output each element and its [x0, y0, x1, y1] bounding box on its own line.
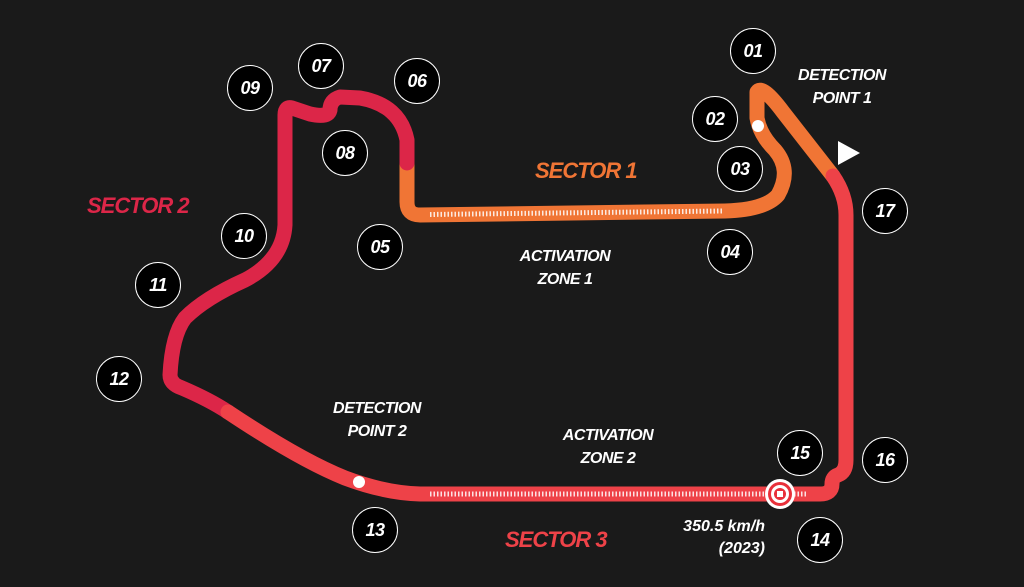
turn-06-marker: 06	[394, 58, 440, 104]
turn-03-marker: 03	[717, 146, 763, 192]
turn-07-marker: 07	[298, 43, 344, 89]
turn-01-marker: 01	[730, 28, 776, 74]
track-sector-2	[162, 89, 415, 420]
detection-point-1-marker	[752, 120, 764, 132]
sector-1-label: SECTOR 1	[535, 158, 638, 183]
turn-16-marker: 16	[862, 437, 908, 483]
turn-05-marker: 05	[357, 224, 403, 270]
turn-13-marker: 13	[352, 507, 398, 553]
sector-2-label: SECTOR 2	[87, 193, 190, 218]
detection-point-2-marker	[353, 476, 365, 488]
turn-15-marker: 15	[777, 430, 823, 476]
turn-04-marker: 04	[707, 229, 753, 275]
detection-point-1-line-2: POINT 1	[812, 90, 872, 107]
activation-zone-2-line-1: ACTIVATION	[562, 427, 654, 444]
detection-point-2-label: DETECTION POINT 2	[315, 397, 439, 443]
turn-10-marker: 10	[221, 213, 267, 259]
detection-point-1-label: DETECTION POINT 1	[780, 64, 904, 110]
detection-point-2-line-1: DETECTION	[333, 400, 421, 417]
speed-trap-label: 350.5 km/h (2023)	[665, 516, 765, 560]
speed-trap-value: 350.5 km/h	[683, 518, 765, 535]
speed-trap-year: (2023)	[718, 540, 765, 557]
activation-zone-1-label: ACTIVATION ZONE 1	[503, 245, 627, 291]
detection-point-1-line-1: DETECTION	[798, 67, 886, 84]
activation-zone-2-label: ACTIVATION ZONE 2	[546, 424, 670, 470]
sector-3-label: SECTOR 3	[505, 527, 608, 552]
turn-14-marker: 14	[797, 517, 843, 563]
turn-09-marker: 09	[227, 65, 273, 111]
track-sector-3	[220, 168, 854, 502]
activation-zone-2-line-2: ZONE 2	[580, 450, 636, 467]
activation-zone-1-line-1: ACTIVATION	[519, 248, 611, 265]
start-direction-arrow-icon	[838, 141, 860, 165]
turn-12-marker: 12	[96, 356, 142, 402]
turn-17-marker: 17	[862, 188, 908, 234]
track-sector-1	[399, 82, 841, 223]
turn-08-marker: 08	[322, 130, 368, 176]
detection-point-2-line-2: POINT 2	[347, 423, 407, 440]
speed-trap-target-icon	[765, 479, 795, 509]
turn-11-marker: 11	[135, 262, 181, 308]
turn-02-marker: 02	[692, 96, 738, 142]
activation-zone-1-line-2: ZONE 1	[537, 271, 593, 288]
